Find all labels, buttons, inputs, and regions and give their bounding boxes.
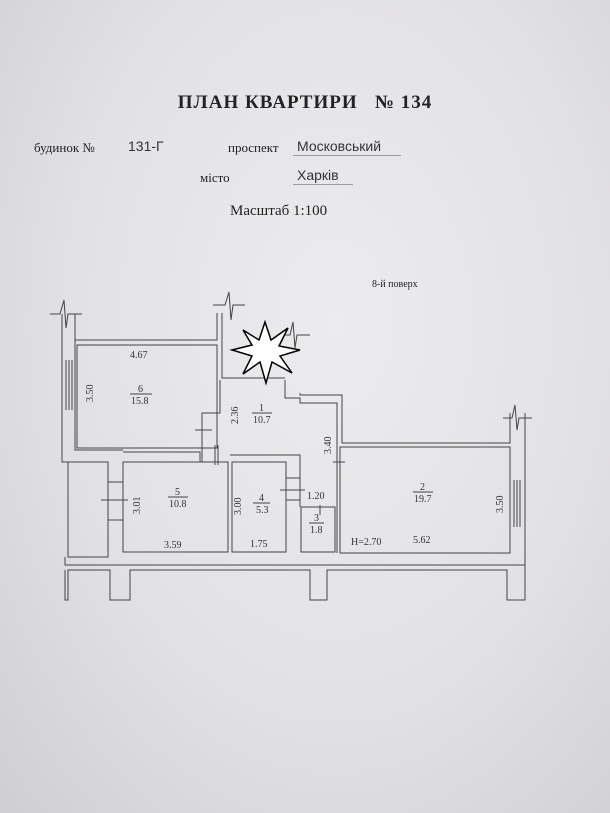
room-4-number: 4: [259, 493, 264, 504]
room-1-number: 1: [259, 403, 264, 414]
room-6-number: 6: [138, 384, 143, 395]
room-1-area: 10.7: [253, 415, 271, 426]
room-4: [231, 461, 287, 553]
redaction-starburst: [229, 319, 301, 386]
room-3-width: 1.20: [307, 491, 325, 502]
room-2-number: 2: [420, 482, 425, 493]
break-marks: [50, 291, 532, 431]
building-value: 131-Г: [128, 138, 164, 154]
street-value: Московський: [293, 138, 401, 156]
room-5-number: 5: [175, 487, 180, 498]
room-5: [122, 461, 229, 553]
room-2-area: 19.7: [414, 494, 432, 505]
room-2: [339, 446, 511, 554]
scale-label: Масштаб 1:100: [230, 203, 328, 219]
ceiling-height: H=2.70: [351, 537, 381, 548]
room-4-depth: 3.00: [233, 498, 244, 516]
room-6-width: 4.67: [130, 350, 148, 361]
room-6-area: 15.8: [131, 396, 149, 407]
floor-label: 8-й поверх: [372, 279, 418, 290]
room-4-area: 5.3: [256, 505, 269, 516]
room-5-depth: 3.01: [132, 497, 143, 515]
room-3: [300, 506, 336, 553]
room-1-dim-b: 3.40: [323, 437, 334, 455]
room-2-depth: 3.50: [495, 496, 506, 514]
room-2-width: 5.62: [413, 535, 431, 546]
city-value: Харків: [293, 167, 353, 185]
room-6: [76, 344, 218, 449]
balcony: [67, 461, 109, 558]
page-title: ПЛАН КВАРТИРИ № 134: [177, 92, 433, 113]
room-1-dim-a: 2.36: [230, 407, 241, 425]
room-3-area: 1.8: [310, 525, 323, 536]
room-5-area: 10.8: [169, 499, 187, 510]
room-4-width: 1.75: [250, 539, 268, 550]
room-3-number: 3: [314, 513, 319, 524]
room-6-depth: 3.50: [85, 385, 96, 403]
walls: [61, 313, 526, 601]
street-type-label: проспект: [228, 140, 279, 155]
city-label: місто: [200, 170, 230, 185]
building-label: будинок №: [34, 140, 95, 155]
room-5-width: 3.59: [164, 540, 182, 551]
